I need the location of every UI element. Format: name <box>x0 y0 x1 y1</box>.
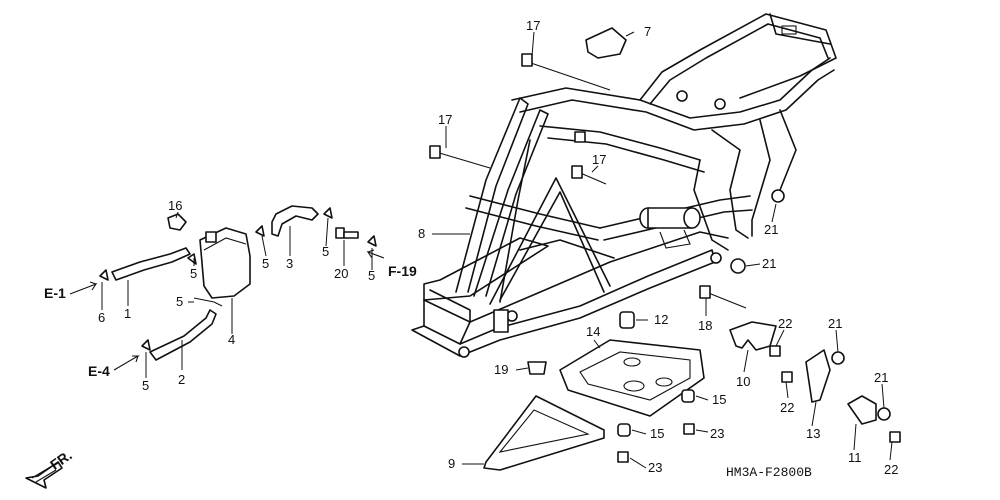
callout-15b: 15 <box>650 426 664 441</box>
callout-12: 12 <box>654 312 668 327</box>
callout-13: 13 <box>806 426 820 441</box>
arrow-e1-icon <box>69 281 98 295</box>
callout-22c: 22 <box>884 462 898 477</box>
cooling-parts <box>99 27 891 421</box>
diagram-code: HM3A-F2800B <box>726 465 812 480</box>
callout-5f: 5 <box>142 378 149 393</box>
callout-6: 6 <box>98 310 105 325</box>
ref-e1: E-1 <box>44 285 66 301</box>
callout-16: 16 <box>168 198 182 213</box>
callout-10: 10 <box>736 374 750 389</box>
arrow-e4-icon <box>113 355 141 371</box>
callout-18: 18 <box>698 318 712 333</box>
callout-5a: 5 <box>190 266 197 281</box>
callout-5d: 5 <box>368 268 375 283</box>
callout-23a: 23 <box>710 426 724 441</box>
callout-1: 1 <box>124 306 131 321</box>
callout-3: 3 <box>286 256 293 271</box>
callout-19: 19 <box>494 362 508 377</box>
callout-17a: 17 <box>438 112 452 127</box>
callout-9: 9 <box>448 456 455 471</box>
callout-17c: 17 <box>592 152 606 167</box>
arrow-f19-icon <box>366 249 385 259</box>
callout-4: 4 <box>228 332 235 347</box>
callout-21c: 21 <box>828 316 842 331</box>
callout-8: 8 <box>418 226 425 241</box>
callout-5c: 5 <box>322 244 329 259</box>
ref-e4: E-4 <box>88 363 110 379</box>
callout-21b: 21 <box>762 256 776 271</box>
callout-22a: 22 <box>778 316 792 331</box>
callout-5e: 5 <box>176 294 183 309</box>
front-direction-arrow-icon <box>25 461 63 489</box>
callout-14: 14 <box>586 324 600 339</box>
callout-15a: 15 <box>712 392 726 407</box>
leader-lines <box>101 31 893 469</box>
skid-and-mount-parts <box>483 285 901 471</box>
callout-7: 7 <box>644 24 651 39</box>
callout-21a: 21 <box>764 222 778 237</box>
ref-f19: F-19 <box>388 263 417 279</box>
callout-21d: 21 <box>874 370 888 385</box>
callout-23b: 23 <box>648 460 662 475</box>
callout-22b: 22 <box>780 400 794 415</box>
callout-2: 2 <box>178 372 185 387</box>
callout-numbers: 1 2 3 4 5 5 5 5 5 5 6 7 8 9 10 11 12 13 … <box>98 18 898 477</box>
frame-body <box>411 13 837 358</box>
callout-5b: 5 <box>262 256 269 271</box>
callout-20: 20 <box>334 266 348 281</box>
callout-17b: 17 <box>526 18 540 33</box>
callout-11: 11 <box>848 450 862 465</box>
